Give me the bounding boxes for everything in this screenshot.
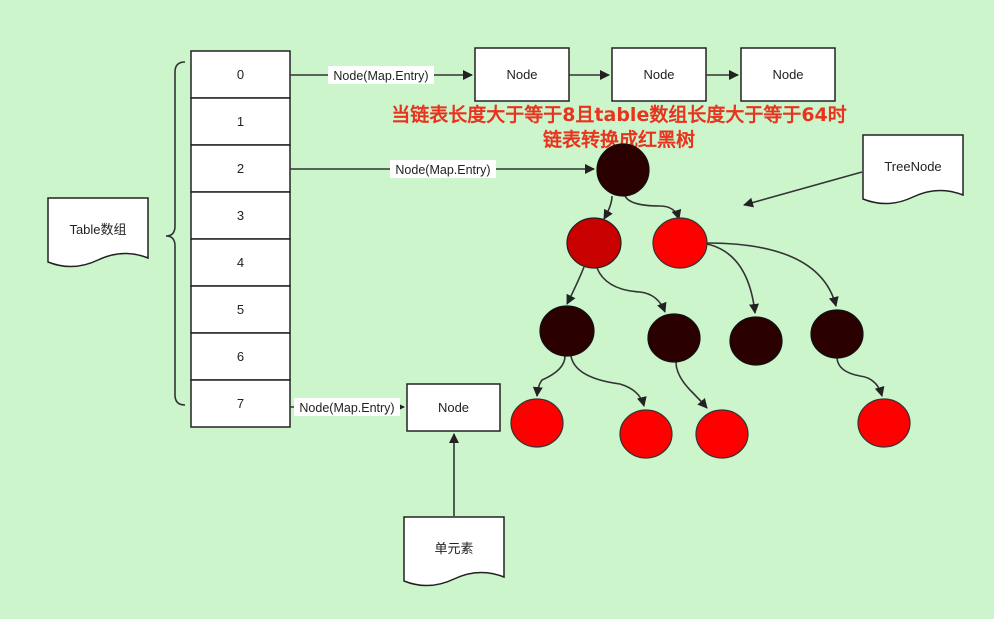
- table-array-label: Table数组: [69, 222, 126, 237]
- row2-edge-label: Node(Map.Entry): [395, 163, 490, 177]
- treenode-label-shape: TreeNode: [862, 134, 964, 205]
- row0-label-bg: [328, 66, 434, 84]
- table-index: 6: [237, 349, 244, 364]
- table-cell: 7: [190, 379, 291, 428]
- table-index: 3: [237, 208, 244, 223]
- annotation-line-1: 当链表长度大于等于8且table数组长度大于等于64时: [391, 103, 847, 126]
- red-black-tree: [510, 143, 911, 459]
- list-node: Node: [740, 47, 836, 102]
- annotation-line-2: 链表转换成红黑树: [543, 128, 695, 151]
- table-cell: 2: [190, 144, 291, 193]
- table-brace: [165, 61, 186, 406]
- list-node: Node: [474, 47, 570, 102]
- row7-label-bg: [294, 398, 400, 416]
- table-index: 0: [237, 67, 244, 82]
- table-index: 1: [237, 114, 244, 129]
- list-node-label: Node: [772, 67, 803, 82]
- row0-edge-label: Node(Map.Entry): [333, 69, 428, 83]
- element-label-shape: 单元素: [403, 516, 505, 587]
- row7-edge-label: Node(Map.Entry): [299, 401, 394, 415]
- table-array: 0 1 2 3 4 5 6 7: [190, 50, 291, 428]
- table-index: 2: [237, 161, 244, 176]
- tree-black-node: [810, 309, 864, 359]
- tree-black-node: [647, 313, 701, 363]
- list-node: Node: [611, 47, 707, 102]
- tree-red-leaf: [510, 398, 564, 448]
- table-cell: 0: [190, 50, 291, 99]
- tree-red-leaf: [695, 409, 749, 459]
- table-cell: 6: [190, 332, 291, 381]
- table-index: 4: [237, 255, 244, 270]
- list-node-label: Node: [643, 67, 674, 82]
- tree-red-node: [566, 217, 622, 269]
- tree-red-leaf: [857, 398, 911, 448]
- row7-node: Node: [406, 383, 501, 432]
- table-cell: 4: [190, 238, 291, 287]
- tree-edges: [532, 195, 885, 409]
- row2-label-bg: [390, 160, 496, 178]
- tree-black-node: [729, 316, 783, 366]
- tree-red-leaf: [619, 409, 673, 459]
- treenode-arrow: [743, 171, 863, 208]
- table-cell: 1: [190, 97, 291, 146]
- table-array-label-shape: Table数组: [47, 197, 149, 268]
- table-cell: 5: [190, 285, 291, 334]
- tree-root-black-node: [596, 143, 650, 197]
- list-node-label: Node: [506, 67, 537, 82]
- table-index: 7: [237, 396, 244, 411]
- treenode-label: TreeNode: [884, 159, 941, 174]
- table-index: 5: [237, 302, 244, 317]
- row7-node-label: Node: [438, 400, 469, 415]
- table-cell: 3: [190, 191, 291, 240]
- element-label: 单元素: [434, 541, 473, 556]
- tree-black-node: [539, 305, 595, 357]
- tree-red-node: [652, 217, 708, 269]
